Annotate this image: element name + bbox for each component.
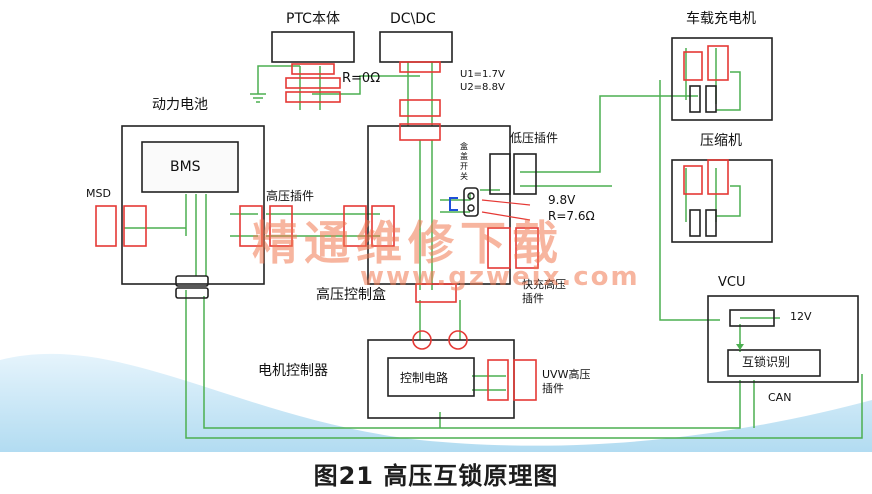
vcu-12v-label: 12V [790, 310, 812, 323]
charger-label: 车载充电机 [686, 11, 756, 27]
fast-charge-label: 快充高压插件 [522, 278, 566, 305]
dcdc-label: DC\DC [390, 11, 436, 27]
resistor-top-label: R=0Ω [342, 71, 381, 86]
voltage-mid-label: 9.8V [548, 193, 576, 207]
ctrl-circuit-frame [387, 357, 475, 397]
lid-switch-label: 盒盖开关 [460, 142, 468, 181]
watermark-text: 精通维修下载 [252, 216, 564, 270]
bms-frame [141, 141, 239, 193]
hv-box-label: 高压控制盒 [316, 287, 386, 303]
red-plugs [95, 45, 729, 401]
bms-label: BMS [170, 159, 201, 175]
lid-switch-symbol [449, 192, 531, 221]
battery-frame [121, 125, 265, 285]
msd-label: MSD [86, 187, 111, 200]
u2-label: U2=8.8V [460, 82, 505, 93]
lv-plug [489, 153, 537, 195]
resistor-mid-label: R=7.6Ω [548, 209, 595, 223]
vcu-arrow [736, 342, 744, 350]
ptc-label: PTC本体 [286, 11, 340, 27]
compressor-frame [671, 159, 773, 243]
battery-hv-plug-label: 高压插件 [266, 189, 315, 203]
battery-label: 动力电池 [152, 97, 208, 113]
interlock-id-frame [727, 349, 821, 377]
figure-caption: 图21 高压互锁原理图 [313, 462, 559, 490]
lv-plug-label: 低压插件 [510, 131, 559, 145]
vcu-label: VCU [718, 275, 746, 290]
motor-ctrl-label: 电机控制器 [258, 363, 328, 379]
interlock-id-label: 互锁识别 [742, 355, 791, 369]
uvw-plug-label: UVW高压插件 [542, 368, 591, 395]
ctrl-circuit-label: 控制电路 [400, 371, 449, 385]
vcu-12v-frame [729, 309, 775, 327]
charger-frame [671, 37, 773, 121]
u1-label: U1=1.7V [460, 69, 505, 80]
compressor-label: 压缩机 [700, 133, 742, 149]
dcdc-frame [379, 31, 453, 63]
can-label: CAN [768, 391, 792, 404]
ptc-frame [271, 31, 355, 63]
watermark-url: www.gzweix.com [360, 262, 640, 292]
vcu-frame [707, 295, 859, 383]
